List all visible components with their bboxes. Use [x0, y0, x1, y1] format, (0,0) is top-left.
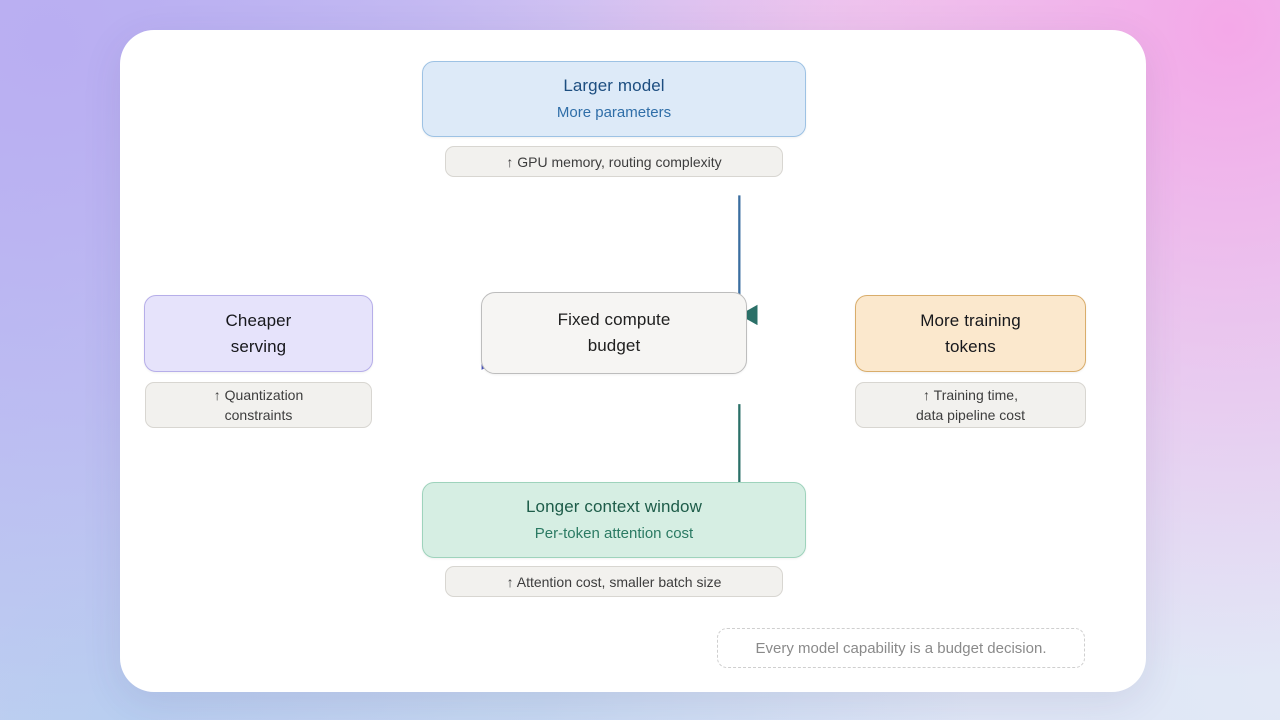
node-fixed-compute-budget[interactable]: Fixed compute budget [481, 292, 747, 374]
node-title: Longer context window [526, 497, 702, 516]
node-title: Larger model [563, 76, 665, 95]
cost-label-more-training-tokens: ↑ Training time, data pipeline cost [855, 382, 1086, 428]
node-subtitle: tokens [945, 336, 996, 356]
node-title: Fixed compute [557, 310, 671, 329]
cost-label-cheaper-serving: ↑ Quantization constraints [145, 382, 372, 428]
node-longer-context-window[interactable]: Longer context window Per-token attentio… [422, 482, 806, 558]
node-subtitle: More parameters [556, 104, 672, 121]
node-larger-model[interactable]: Larger model More parameters [422, 61, 806, 137]
diagram-card: Larger model More parameters ↑ GPU memor… [120, 30, 1146, 692]
footer-note: Every model capability is a budget decis… [717, 628, 1085, 668]
node-title: More training [920, 310, 1021, 330]
cost-label-longer-context-window: ↑ Attention cost, smaller batch size [445, 566, 783, 597]
node-subtitle: budget [587, 336, 641, 355]
node-subtitle: Per-token attention cost [534, 525, 694, 542]
node-more-training-tokens[interactable]: More training tokens [855, 295, 1086, 372]
node-subtitle: serving [230, 336, 287, 356]
node-cheaper-serving[interactable]: Cheaper serving [144, 295, 373, 372]
node-title: Cheaper [225, 310, 292, 330]
cost-label-larger-model: ↑ GPU memory, routing complexity [445, 146, 783, 177]
